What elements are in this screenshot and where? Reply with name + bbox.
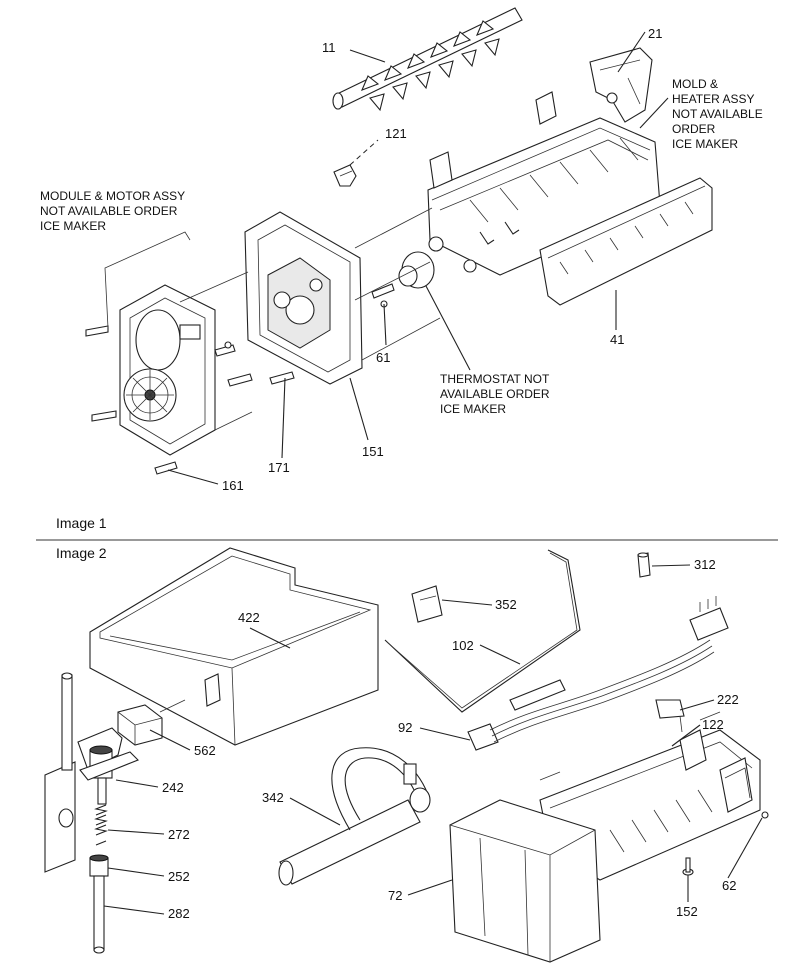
callout-562: 562	[194, 743, 216, 758]
part-342-fill-tube	[278, 747, 431, 886]
caption-image-1: Image 1	[56, 515, 107, 531]
callout-151: 151	[362, 444, 384, 459]
guide-lines-image1	[104, 207, 441, 431]
leader-lines-image2	[103, 564, 763, 915]
svg-text:MODULE & MOTOR ASSY: MODULE & MOTOR ASSY	[40, 189, 185, 203]
callout-122: 122	[702, 717, 724, 732]
part-151-housing	[244, 211, 363, 385]
callout-41: 41	[610, 332, 624, 347]
svg-text:MOLD &: MOLD &	[672, 77, 718, 91]
part-282-rod	[93, 875, 105, 954]
callout-272: 272	[168, 827, 190, 842]
caption-image-2: Image 2	[56, 545, 107, 561]
callout-352: 352	[495, 597, 517, 612]
svg-text:NOT AVAILABLE ORDER: NOT AVAILABLE ORDER	[40, 204, 178, 218]
callout-102: 102	[452, 638, 474, 653]
callout-121: 121	[385, 126, 407, 141]
svg-text:ORDER: ORDER	[672, 122, 716, 136]
callout-171: 171	[268, 460, 290, 475]
part-61-pin	[371, 283, 395, 308]
part-272-spring	[94, 804, 108, 846]
part-222-bracket	[655, 699, 685, 733]
note-mold-heater: MOLD & HEATER ASSY NOT AVAILABLE ORDER I…	[672, 77, 763, 151]
callouts-image1: 11 21 121 41 61 151 171 161	[222, 26, 662, 493]
part-92-wire-harness	[467, 596, 729, 751]
callout-11: 11	[322, 40, 336, 55]
svg-text:NOT AVAILABLE: NOT AVAILABLE	[672, 107, 763, 121]
callouts-image2: 312 352 422 102 222 92 122 562 242 342 2…	[162, 557, 739, 921]
callout-222: 222	[717, 692, 739, 707]
module-motor-assembly	[119, 284, 216, 456]
part-352-clip	[411, 585, 443, 623]
callout-422: 422	[238, 610, 260, 625]
part-41-shield	[539, 177, 713, 306]
leader-lines-image1	[167, 31, 669, 485]
note-thermostat: THERMOSTAT NOT AVAILABLE ORDER ICE MAKER	[440, 372, 550, 416]
svg-text:HEATER ASSY: HEATER ASSY	[672, 92, 754, 106]
callout-152: 152	[676, 904, 698, 919]
mold-heater-assembly	[427, 91, 661, 276]
callout-21: 21	[648, 26, 662, 41]
callout-72: 72	[388, 888, 402, 903]
svg-text:ICE MAKER: ICE MAKER	[672, 137, 738, 151]
callout-61: 61	[376, 350, 390, 365]
callout-242: 242	[162, 780, 184, 795]
callout-342: 342	[262, 790, 284, 805]
svg-text:AVAILABLE ORDER: AVAILABLE ORDER	[440, 387, 550, 401]
part-312-plug	[637, 552, 651, 578]
svg-text:ICE MAKER: ICE MAKER	[40, 219, 106, 233]
callout-92: 92	[398, 720, 412, 735]
svg-text:THERMOSTAT NOT: THERMOSTAT NOT	[440, 372, 550, 386]
part-121-clip	[333, 164, 357, 187]
part-152-screw	[682, 857, 694, 876]
part-252-bushing	[89, 854, 109, 877]
svg-text:ICE MAKER: ICE MAKER	[440, 402, 506, 416]
callout-312: 312	[694, 557, 716, 572]
callout-252: 252	[168, 869, 190, 884]
part-422-ice-bucket	[89, 547, 379, 746]
callout-282: 282	[168, 906, 190, 921]
part-562-switch	[117, 699, 186, 746]
part-11-ejector-shaft	[332, 7, 523, 112]
thermostat	[398, 251, 435, 289]
part-72-cover	[449, 799, 601, 963]
part-102-feeler-arm	[384, 549, 581, 713]
part-62-bracket	[719, 757, 769, 819]
note-module-motor: MODULE & MOTOR ASSY NOT AVAILABLE ORDER …	[40, 189, 185, 233]
callout-161: 161	[222, 478, 244, 493]
screws-image1	[85, 325, 295, 475]
callout-62: 62	[722, 878, 736, 893]
part-21-bracket	[589, 47, 653, 123]
part-242-actuator	[44, 672, 139, 873]
